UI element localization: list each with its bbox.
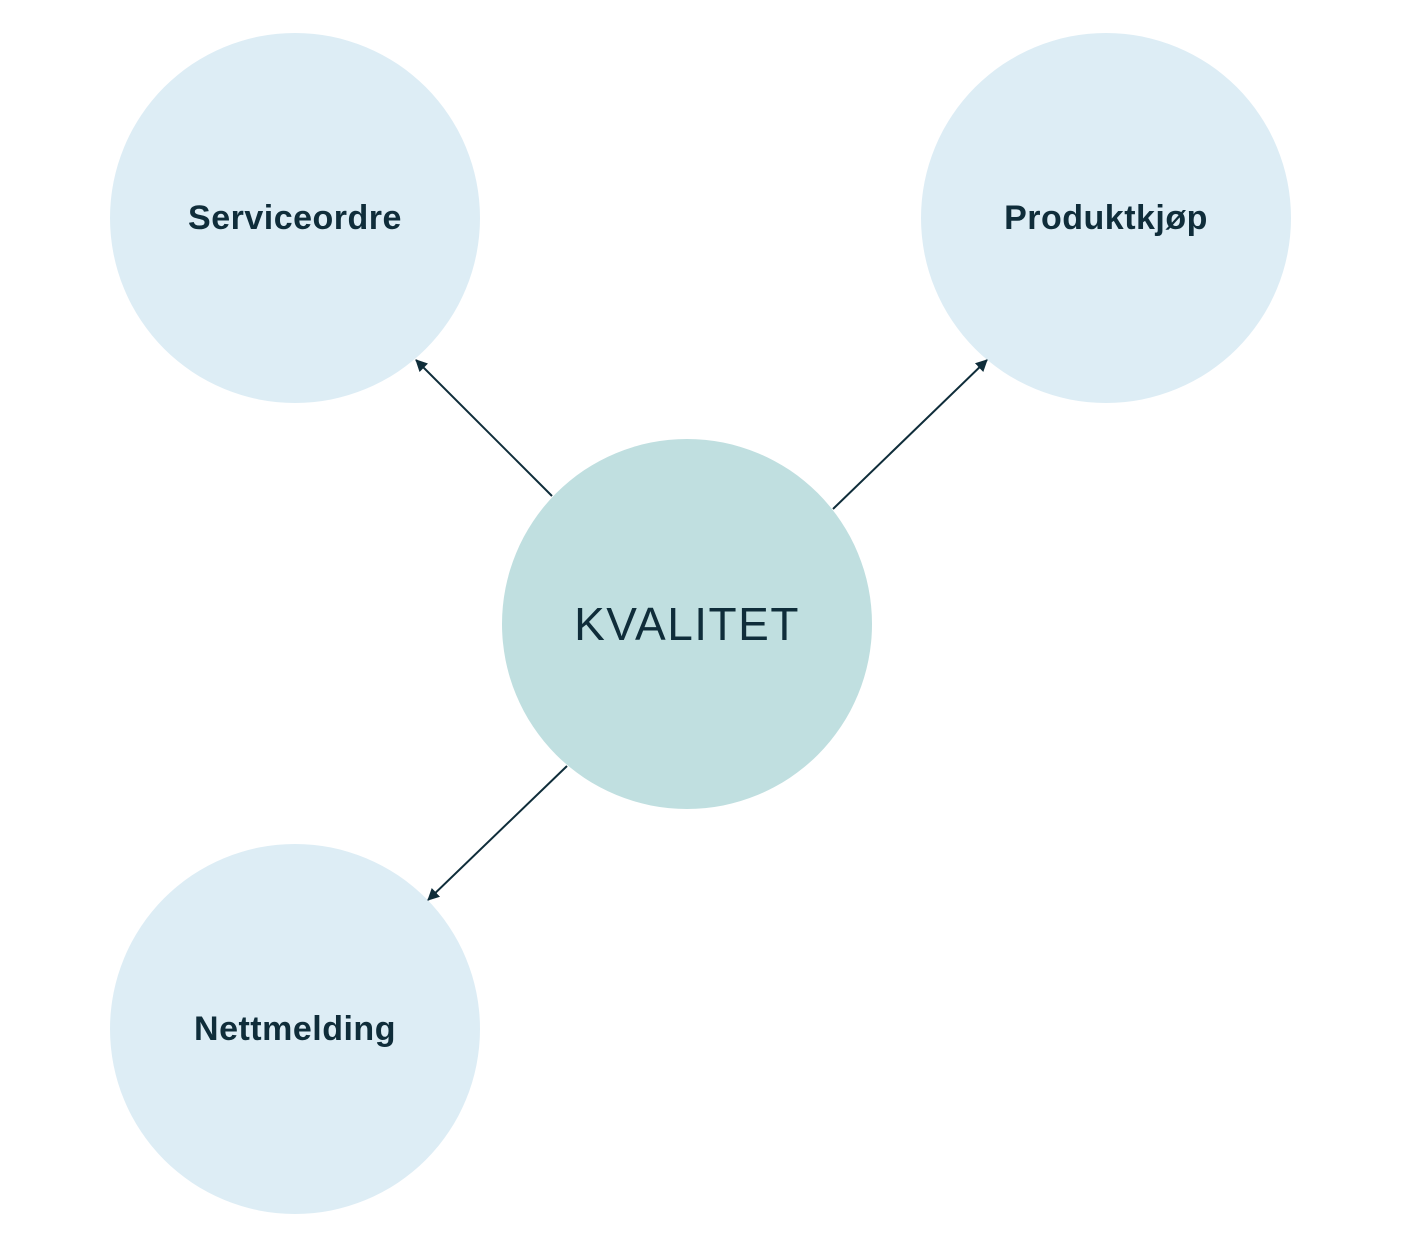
node-nettmelding-label: Nettmelding: [194, 1010, 396, 1048]
arrow-to-nettmelding: [427, 765, 568, 901]
node-produktkjop: Produktkjøp: [921, 33, 1291, 403]
node-serviceordre-label: Serviceordre: [188, 199, 402, 237]
node-produktkjop-label: Produktkjøp: [1004, 199, 1208, 237]
center-label: KVALITET: [574, 598, 800, 650]
arrow-to-serviceordre: [415, 359, 553, 497]
node-center: KVALITET: [502, 439, 872, 809]
node-produktkjop-circle: [921, 33, 1291, 403]
node-serviceordre-circle: [110, 33, 480, 403]
node-nettmelding: Nettmelding: [110, 844, 480, 1214]
node-serviceordre: Serviceordre: [110, 33, 480, 403]
node-center-circle: [502, 439, 872, 809]
node-nettmelding-circle: [110, 844, 480, 1214]
arrow-to-produktkjop: [832, 359, 988, 510]
